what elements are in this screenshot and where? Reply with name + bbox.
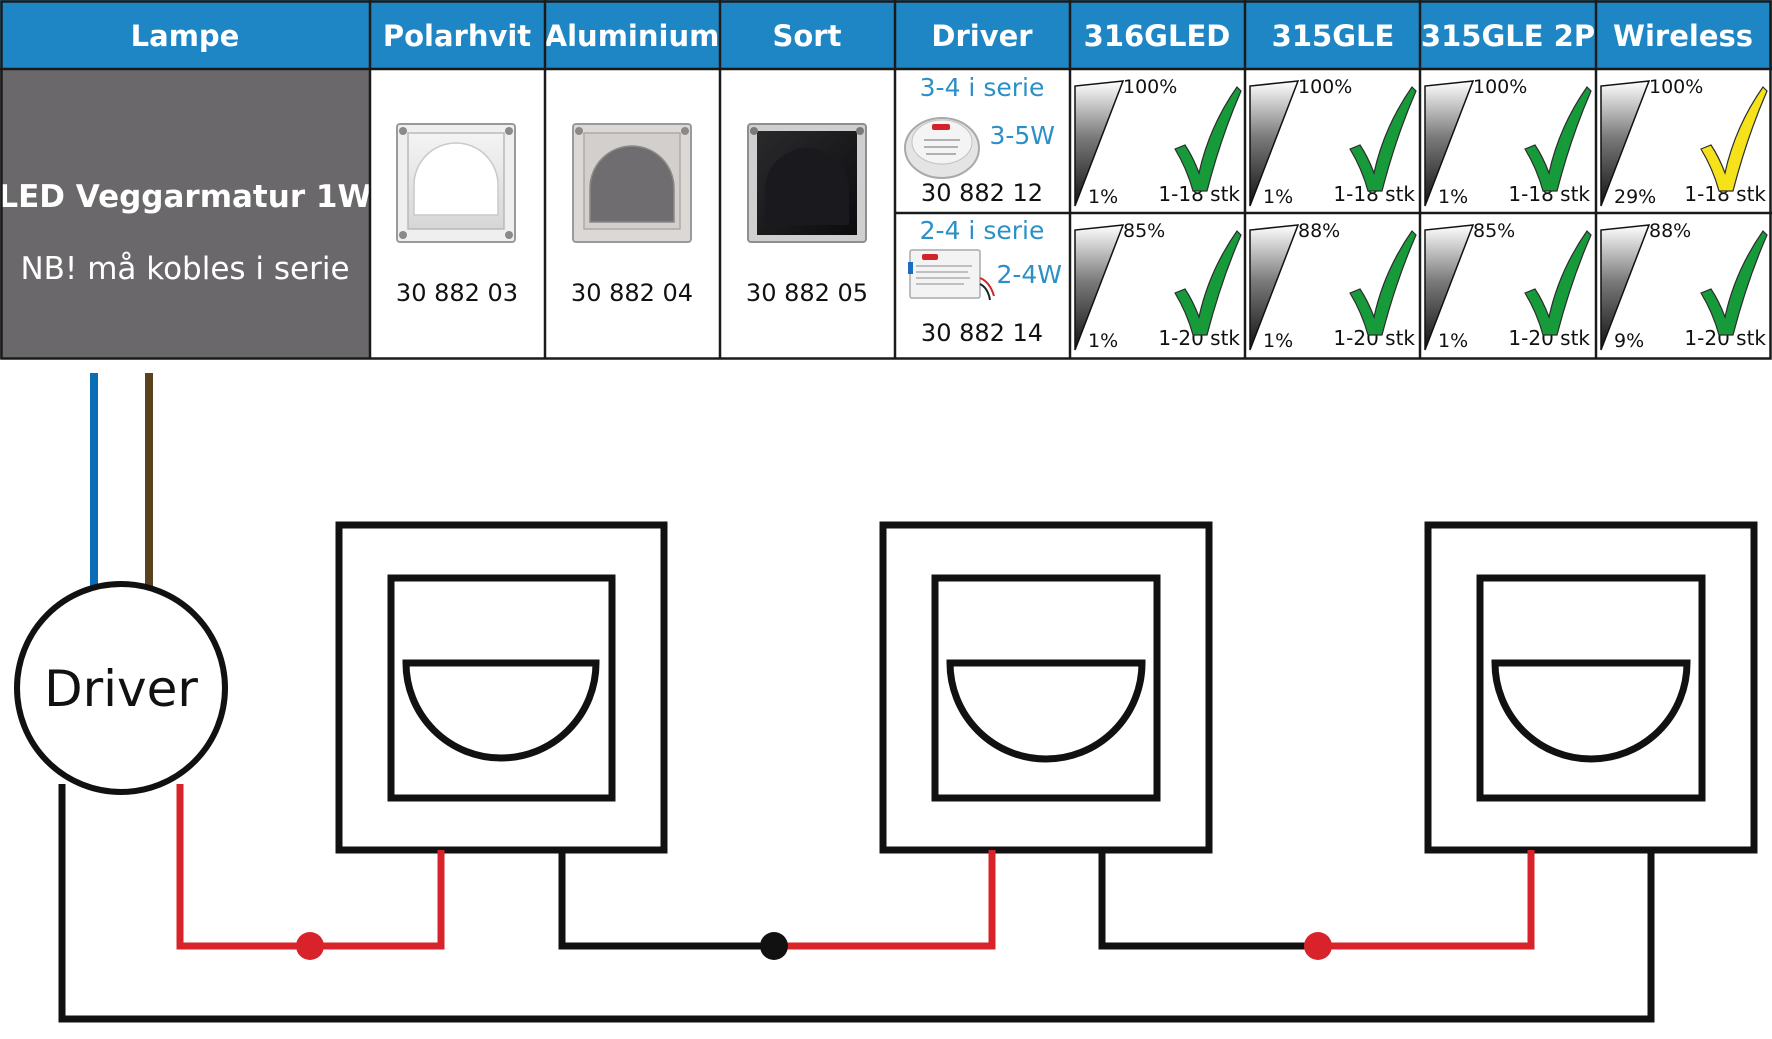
header-dimmer-315gle: 315GLE xyxy=(1272,19,1395,53)
driver-symbol-label: Driver xyxy=(44,660,198,718)
dim-min-label: 1% xyxy=(1263,330,1293,352)
dim-max-label: 85% xyxy=(1473,220,1515,242)
dim-max-label: 88% xyxy=(1298,220,1340,242)
wire-black-lamp-1-to-junction xyxy=(558,850,774,950)
dim-max-label: 88% xyxy=(1649,220,1691,242)
driver-1-article: 30 882 12 xyxy=(921,179,1043,207)
wire-red-junction-to-lamp-2 xyxy=(774,850,996,950)
checkmark-icon xyxy=(1524,86,1592,192)
junction-red-1 xyxy=(296,932,324,960)
checkmark-icon xyxy=(1349,230,1417,336)
dim-min-label: 1% xyxy=(1263,186,1293,208)
dim-max-label: 100% xyxy=(1298,76,1352,98)
lamp-symbol-3 xyxy=(1424,521,1758,854)
article-sort: 30 882 05 xyxy=(746,279,868,307)
dim-max-label: 85% xyxy=(1123,220,1165,242)
driver-2-article: 30 882 14 xyxy=(921,319,1043,347)
checkmark-icon xyxy=(1174,230,1242,336)
table-grid xyxy=(0,0,1772,360)
dimming-wedge-icon xyxy=(1600,224,1651,351)
header-dimmer-315gle-2p: 315GLE 2P xyxy=(1421,19,1595,53)
junction-black xyxy=(760,932,788,960)
dimming-wedge-icon xyxy=(1424,80,1475,207)
dimming-wedge-icon xyxy=(1249,224,1300,351)
compat-cell: 100%1%1-18 stk xyxy=(1074,76,1242,208)
header-lampe: Lampe xyxy=(131,19,240,53)
compat-cell: 100%29%1-18 stk xyxy=(1600,76,1768,208)
checkmark-icon xyxy=(1349,86,1417,192)
driver-row-1: 3-4 i serie 3-5W 30 882 12 xyxy=(904,73,1055,207)
driver-1-series: 3-4 i serie xyxy=(920,73,1045,102)
compat-cell: 88%9%1-20 stk xyxy=(1600,220,1768,352)
product-sort-image xyxy=(747,123,867,243)
dimming-wedge-icon xyxy=(1074,80,1125,207)
driver-2-image xyxy=(908,249,995,301)
lamp-title: LED Veggarmatur 1W xyxy=(0,179,372,215)
dim-min-label: 1% xyxy=(1438,186,1468,208)
dim-min-label: 9% xyxy=(1614,330,1644,352)
driver-2-power: 2-4W xyxy=(996,260,1062,289)
driver-2-series: 2-4 i serie xyxy=(920,216,1045,245)
article-polarhvit: 30 882 03 xyxy=(396,279,518,307)
dimming-wedge-icon xyxy=(1074,224,1125,351)
compat-cell: 85%1%1-20 stk xyxy=(1074,220,1242,352)
checkmark-icon xyxy=(1700,86,1768,192)
driver-1-power: 3-5W xyxy=(989,121,1055,150)
wire-red-junction-to-lamp-3 xyxy=(1318,850,1535,950)
wire-black-lamp-2-to-junction xyxy=(1098,850,1318,950)
dim-max-label: 100% xyxy=(1649,76,1703,98)
checkmark-icon xyxy=(1524,230,1592,336)
header-aluminium: Aluminium xyxy=(545,19,720,53)
header-sort: Sort xyxy=(773,19,842,53)
product-polarhvit-image xyxy=(396,123,516,243)
wire-red-driver-to-lamp-1 xyxy=(176,784,445,950)
compat-cell: 100%1%1-18 stk xyxy=(1424,76,1592,208)
checkmark-icon xyxy=(1700,230,1768,336)
compatibility-table: Lampe Polarhvit Aluminium Sort Driver 31… xyxy=(0,0,1772,360)
dimming-wedge-icon xyxy=(1249,80,1300,207)
dim-min-label: 1% xyxy=(1088,330,1118,352)
compat-cell: 88%1%1-20 stk xyxy=(1249,220,1417,352)
dim-min-label: 1% xyxy=(1088,186,1118,208)
header-band xyxy=(0,0,1772,69)
dim-max-label: 100% xyxy=(1473,76,1527,98)
dim-min-label: 29% xyxy=(1614,186,1656,208)
dimming-wedge-icon xyxy=(1600,80,1651,207)
dim-min-label: 1% xyxy=(1438,330,1468,352)
lamp-note: NB! må kobles i serie xyxy=(20,251,349,287)
lamp-symbol-1 xyxy=(335,521,668,854)
header-polarhvit: Polarhvit xyxy=(383,19,531,53)
dimming-wedge-icon xyxy=(1424,224,1475,351)
junction-red-2 xyxy=(1304,932,1332,960)
header-driver: Driver xyxy=(931,19,1033,53)
dim-max-label: 100% xyxy=(1123,76,1177,98)
compat-cell: 85%1%1-20 stk xyxy=(1424,220,1592,352)
wire-black-return xyxy=(58,784,1655,1023)
lamp-cell xyxy=(0,69,370,359)
driver-symbol xyxy=(14,581,228,795)
header-dimmer-316gled: 316GLED xyxy=(1084,19,1231,53)
product-aluminium-image xyxy=(572,123,692,243)
driver-1-image xyxy=(904,117,980,179)
lamp-symbol-2 xyxy=(879,521,1213,854)
checkmark-icon xyxy=(1174,86,1242,192)
wiring-diagram: Driver xyxy=(14,373,1758,1023)
article-aluminium: 30 882 04 xyxy=(571,279,693,307)
compat-cell: 100%1%1-18 stk xyxy=(1249,76,1417,208)
header-dimmer-wireless: Wireless xyxy=(1613,19,1753,53)
driver-row-2: 2-4 i serie 2-4W 30 882 14 xyxy=(908,216,1062,347)
